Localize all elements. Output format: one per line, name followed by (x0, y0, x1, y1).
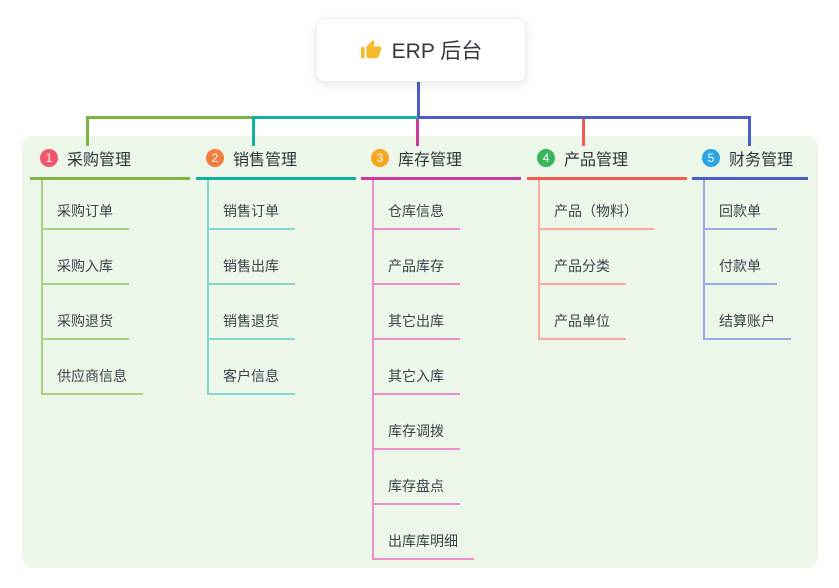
branch-title-label: 销售管理 (233, 152, 298, 169)
child-topic[interactable]: 产品库存 (374, 230, 474, 285)
root-connector-line (417, 80, 420, 119)
branch-number-badge: 2 (206, 149, 224, 167)
child-topic[interactable]: 其它入库 (374, 340, 474, 395)
branch-purchase: 1 采购管理 采购订单 采购入库 采购退货 供应商信息 (30, 146, 190, 395)
bus-segment-right (418, 116, 751, 119)
child-topic[interactable]: 回款单 (705, 180, 791, 230)
bus-segment-middle (252, 116, 418, 119)
branch-title-purchase[interactable]: 1 采购管理 (30, 146, 190, 180)
branch-drop-line-1 (86, 116, 89, 146)
branch-product: 4 产品管理 产品（物料） 产品分类 产品单位 (527, 146, 687, 340)
children-group-finance: 回款单 付款单 结算账户 (703, 180, 791, 340)
children-group-product: 产品（物料） 产品分类 产品单位 (538, 180, 654, 340)
children-group-sales: 销售订单 销售出库 销售退货 客户信息 (207, 180, 295, 395)
branch-title-label: 库存管理 (398, 152, 463, 169)
branch-number-badge: 3 (371, 149, 389, 167)
thumbs-up-icon (360, 39, 382, 61)
branch-number-badge: 5 (702, 149, 720, 167)
child-topic[interactable]: 付款单 (705, 230, 791, 285)
branch-title-label: 采购管理 (67, 152, 132, 169)
branch-finance: 5 财务管理 回款单 付款单 结算账户 (692, 146, 808, 340)
branches-panel (22, 136, 818, 568)
child-topic[interactable]: 结算账户 (705, 285, 791, 340)
bus-segment-left (86, 116, 255, 119)
branch-number-badge: 1 (40, 149, 58, 167)
child-topic[interactable]: 产品分类 (540, 230, 654, 285)
child-topic[interactable]: 采购入库 (43, 230, 143, 285)
child-topic[interactable]: 产品单位 (540, 285, 654, 340)
child-topic[interactable]: 库存盘点 (374, 450, 474, 505)
branch-drop-line-5 (748, 116, 751, 146)
branch-title-inventory[interactable]: 3 库存管理 (361, 146, 521, 180)
branch-title-sales[interactable]: 2 销售管理 (196, 146, 356, 180)
child-topic[interactable]: 库存调拨 (374, 395, 474, 450)
children-group-purchase: 采购订单 采购入库 采购退货 供应商信息 (41, 180, 143, 395)
children-group-inventory: 仓库信息 产品库存 其它出库 其它入库 库存调拨 库存盘点 出库库明细 (372, 180, 474, 560)
branch-title-label: 财务管理 (729, 152, 794, 169)
branch-drop-line-3 (416, 119, 419, 146)
child-topic[interactable]: 销售订单 (209, 180, 295, 230)
root-node[interactable]: ERP 后台 (316, 18, 526, 82)
branch-title-finance[interactable]: 5 财务管理 (692, 146, 808, 180)
branch-drop-line-4 (582, 119, 585, 146)
child-topic[interactable]: 出库库明细 (374, 505, 474, 560)
child-topic[interactable]: 供应商信息 (43, 340, 143, 395)
branch-title-label: 产品管理 (564, 152, 629, 169)
branch-number-badge: 4 (537, 149, 555, 167)
branch-inventory: 3 库存管理 仓库信息 产品库存 其它出库 其它入库 库存调拨 库存盘点 出库库… (361, 146, 521, 560)
root-title: ERP 后台 (391, 40, 483, 63)
branch-drop-line-2 (252, 116, 255, 146)
child-topic[interactable]: 客户信息 (209, 340, 295, 395)
child-topic[interactable]: 仓库信息 (374, 180, 474, 230)
child-topic[interactable]: 产品（物料） (540, 180, 654, 230)
branch-sales: 2 销售管理 销售订单 销售出库 销售退货 客户信息 (196, 146, 356, 395)
child-topic[interactable]: 销售出库 (209, 230, 295, 285)
branch-title-product[interactable]: 4 产品管理 (527, 146, 687, 180)
child-topic[interactable]: 采购订单 (43, 180, 143, 230)
child-topic[interactable]: 销售退货 (209, 285, 295, 340)
child-topic[interactable]: 其它出库 (374, 285, 474, 340)
child-topic[interactable]: 采购退货 (43, 285, 143, 340)
